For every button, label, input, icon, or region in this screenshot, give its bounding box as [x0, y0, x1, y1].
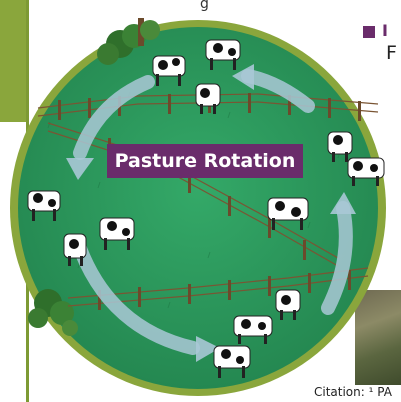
pasture-diagram: [8, 8, 388, 398]
diagram-title: Pasture Rotation: [107, 144, 303, 178]
citation-text: Citation: ¹ PA: [314, 385, 392, 399]
